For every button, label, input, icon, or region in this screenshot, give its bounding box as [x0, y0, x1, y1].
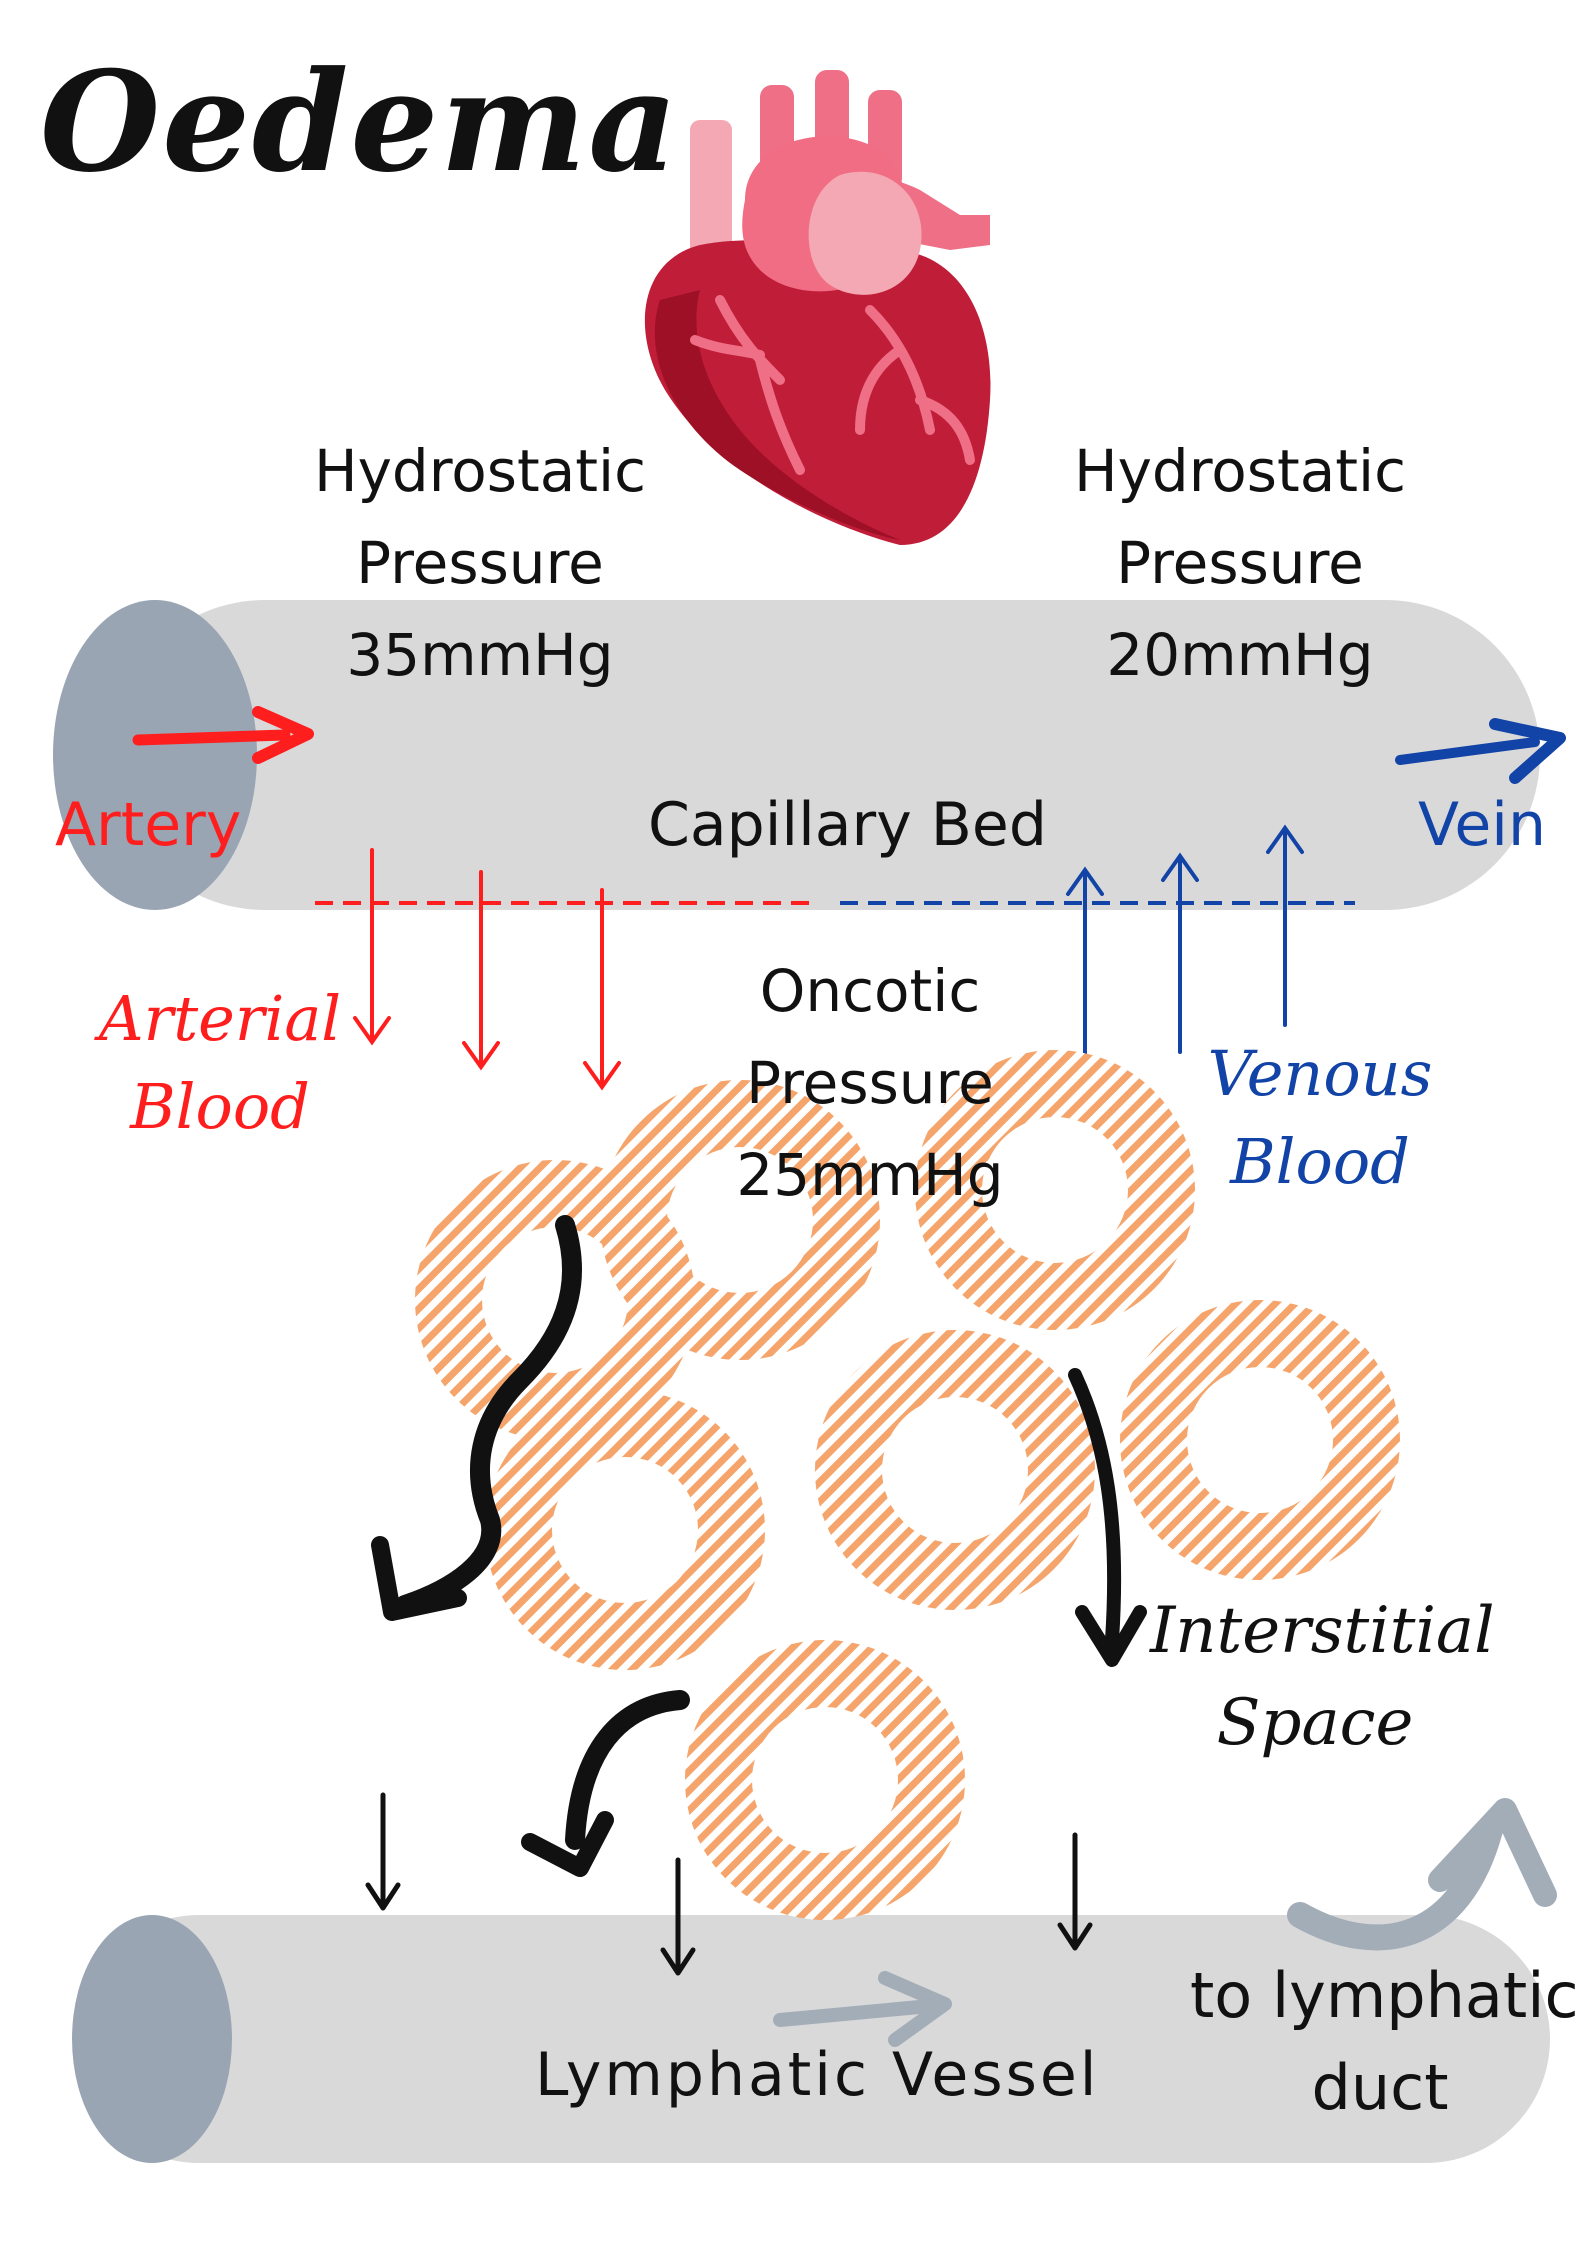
label-line: Pressure: [356, 529, 604, 597]
label-line: Arterial: [98, 982, 342, 1055]
label-line: to lymphatic: [1190, 1959, 1579, 2032]
pressure-value: 25mmHg: [736, 1141, 1004, 1209]
to-lymphatic-duct-arrow: [1287, 1798, 1557, 1951]
label-line: Space: [1216, 1686, 1414, 1760]
tissue-cells: [415, 1050, 1400, 1920]
label-line: duct: [1311, 2051, 1449, 2124]
oncotic-pressure: Oncotic Pressure 25mmHg: [700, 945, 1040, 1221]
tissue-cell: [1120, 1300, 1400, 1580]
label-line: Blood: [1230, 1125, 1410, 1198]
label-line: Pressure: [1116, 529, 1364, 597]
pressure-value: 20mmHg: [1106, 621, 1374, 689]
page-title: Oedema: [40, 40, 680, 203]
lymphatic-duct-label: to lymphatic duct: [1190, 1950, 1579, 2134]
capillary-bed-label: Capillary Bed: [648, 790, 1047, 860]
capillary-bed-vessel: [53, 600, 1540, 910]
interstitial-space-label: Interstitial Space: [1150, 1585, 1495, 1769]
hydrostatic-pressure-arterial: Hydrostatic Pressure 35mmHg: [300, 425, 660, 701]
artery-inflow-arrow: [132, 706, 314, 764]
label-line: Hydrostatic: [313, 437, 647, 505]
curved-arrow-icon: [565, 1690, 690, 1850]
tissue-cell: [485, 1390, 765, 1670]
tissue-cell: [815, 1330, 1095, 1610]
arterial-blood-label: Arterial Blood: [80, 975, 360, 1151]
curved-arrow-icon: [1068, 1368, 1122, 1647]
artery-label: Artery: [55, 790, 242, 860]
venous-reabsorption-arrows: [1066, 824, 1304, 1062]
vein-outflow-arrow: [1395, 718, 1566, 784]
lymphatic-vessel-label: Lymphatic Vessel: [535, 2040, 1100, 2110]
arrow-down-icon: [1057, 1832, 1093, 1951]
label-line: Hydrostatic: [1073, 437, 1407, 505]
lymph-flow-arrow: [773, 1971, 952, 2047]
label-line: Blood: [130, 1070, 310, 1143]
interstitial-flow-arrows: [365, 1215, 1147, 1976]
curved-arrow-icon: [395, 1215, 582, 1615]
heart-icon: [644, 70, 991, 545]
label-line: Pressure: [746, 1049, 994, 1117]
tissue-cell: [685, 1640, 965, 1920]
arrow-down-icon: [660, 1857, 696, 1976]
lymphatic-vessel: [72, 1915, 1550, 2163]
tissue-cell: [600, 1080, 880, 1360]
label-line: Venous: [1207, 1037, 1433, 1110]
venous-blood-label: Venous Blood: [1200, 1030, 1440, 1206]
arrow-down-icon: [365, 1792, 401, 1911]
label-line: Oncotic: [759, 957, 981, 1025]
pressure-value: 35mmHg: [346, 621, 614, 689]
tissue-cell: [915, 1050, 1195, 1330]
arterial-filtration-arrows: [353, 848, 621, 1091]
label-line: Interstitial: [1150, 1594, 1495, 1668]
vein-label: Vein: [1418, 790, 1546, 860]
hydrostatic-pressure-venous: Hydrostatic Pressure 20mmHg: [1060, 425, 1420, 701]
